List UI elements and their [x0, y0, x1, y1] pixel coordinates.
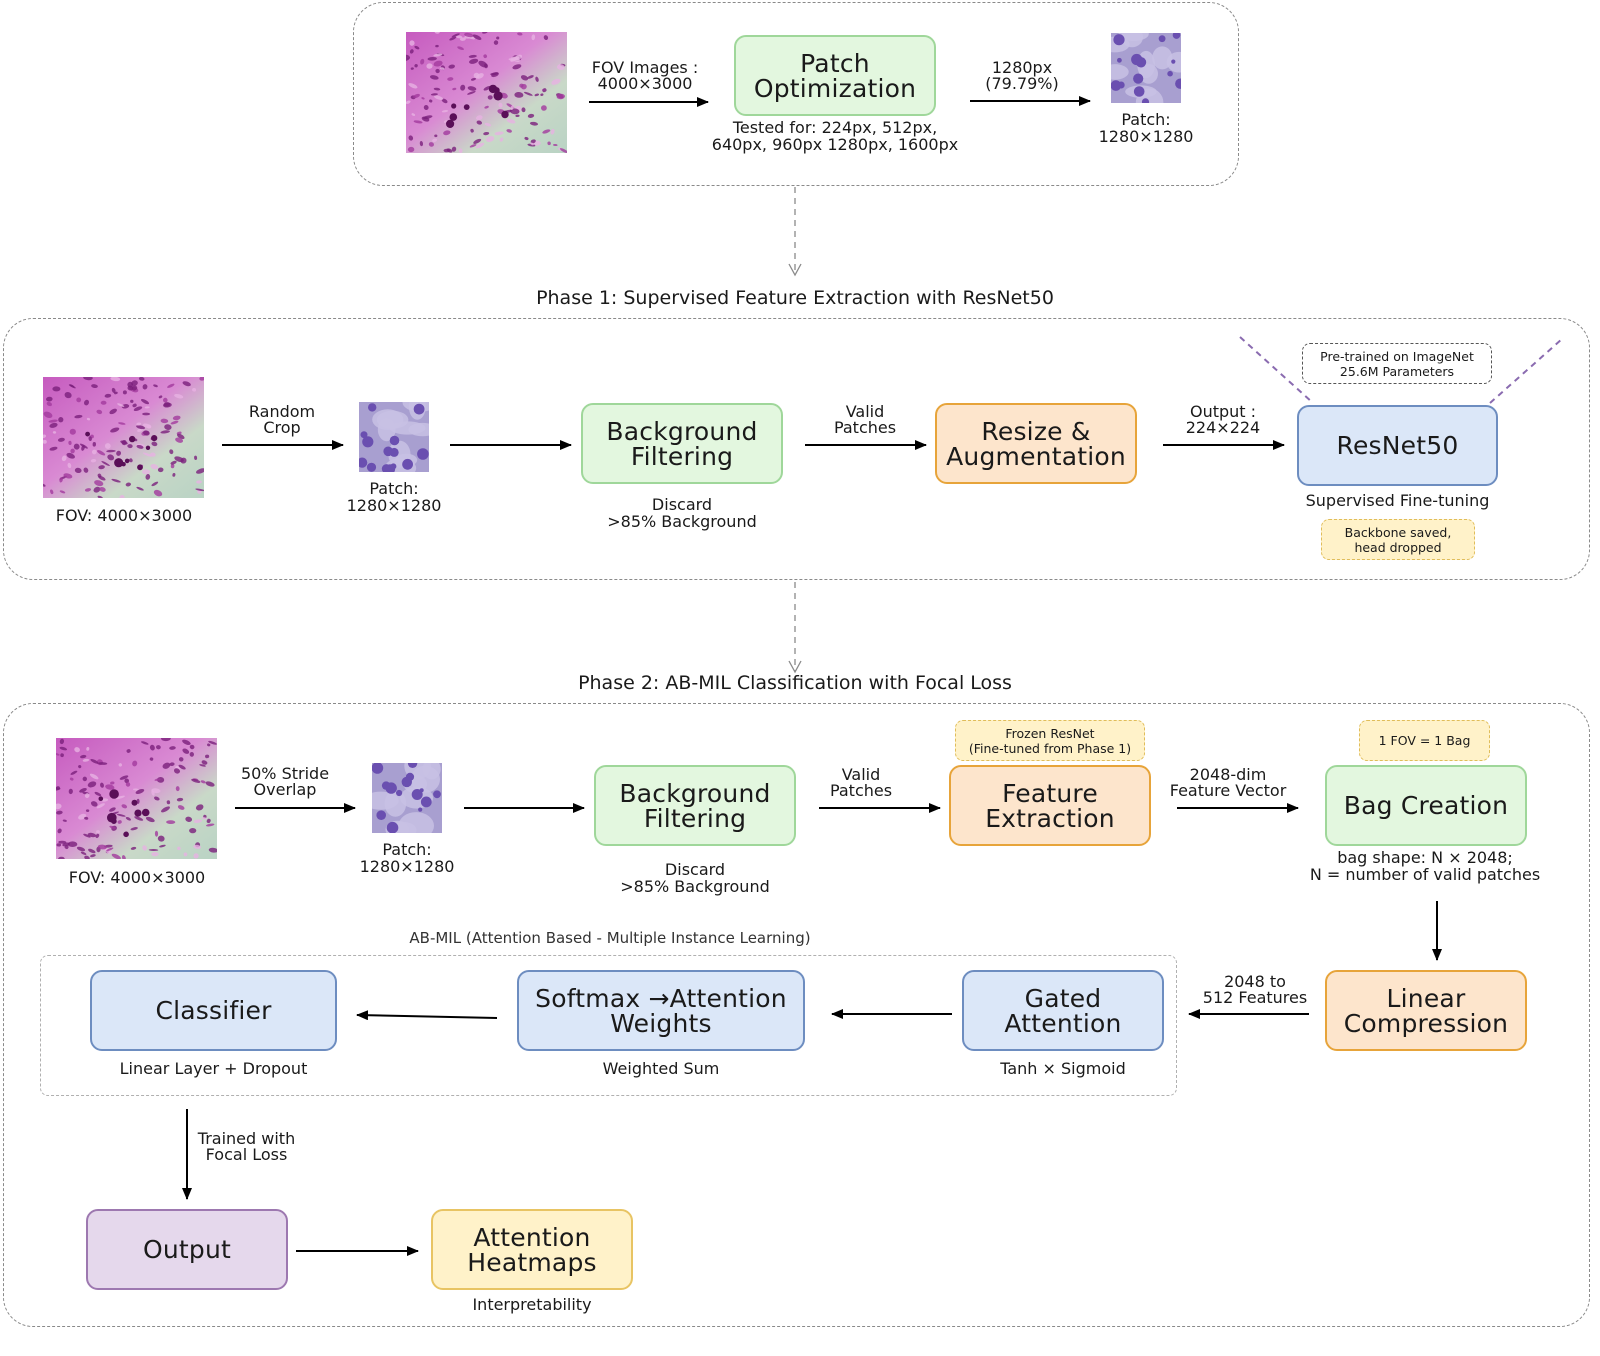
- output-box: Output: [86, 1209, 288, 1290]
- phase2-frame: [3, 703, 1590, 1327]
- abmil-label: AB-MIL (Attention Based - Multiple Insta…: [409, 929, 811, 947]
- patch-image-top: [1111, 33, 1181, 103]
- gated-attention-caption: Tanh × Sigmoid: [1000, 1059, 1126, 1078]
- phase1-patch-caption: Patch: 1280×1280: [346, 479, 442, 515]
- tested-sizes-caption: Tested for: 224px, 512px, 640px, 960px 1…: [711, 118, 959, 154]
- feature-reduction-label: 2048 to 512 Features: [1202, 972, 1308, 1007]
- fan-right: [1489, 338, 1563, 404]
- softmax-attention-box: Softmax →Attention Weights: [517, 970, 805, 1051]
- top-frame: [353, 2, 1239, 186]
- interpretability-caption: Interpretability: [472, 1295, 592, 1314]
- bag-creation-box: Bag Creation: [1325, 765, 1527, 846]
- arrow-softmax-to-classifier: [356, 1010, 498, 1021]
- phase2-fov-caption: FOV: 4000×3000: [68, 868, 206, 887]
- fov-image-phase1: [43, 377, 204, 498]
- backbone-saved-note: Backbone saved, head dropped: [1321, 519, 1475, 560]
- feature-extraction-box: Feature Extraction: [949, 765, 1151, 846]
- linear-compression-box: Linear Compression: [1325, 970, 1527, 1051]
- phase1-frame: [3, 318, 1590, 580]
- patch-image-phase1: [359, 402, 429, 472]
- phase2-background-filtering-box: Background Filtering: [594, 765, 796, 846]
- phase1-background-filtering-box: Background Filtering: [581, 403, 783, 484]
- abmil-frame: [40, 955, 1177, 1096]
- focal-loss-label: Trained with Focal Loss: [197, 1129, 296, 1164]
- fov-arrow-label: FOV Images : 4000×3000: [591, 58, 699, 93]
- phase2-valid-label: Valid Patches: [829, 765, 893, 800]
- stride-overlap-label: 50% Stride Overlap: [240, 764, 330, 799]
- bag-shape-caption: bag shape: N × 2048; N = number of valid…: [1309, 848, 1541, 884]
- phase2-discard-caption: Discard >85% Background: [620, 860, 770, 896]
- pretrained-note: Pre-trained on ImageNet 25.6M Parameters: [1302, 343, 1492, 384]
- fan-left: [1239, 336, 1314, 404]
- attention-heatmaps-box: Attention Heatmaps: [431, 1209, 633, 1290]
- phase1-valid-label: Valid Patches: [833, 402, 897, 437]
- supervised-finetuning-caption: Supervised Fine-tuning: [1305, 491, 1490, 510]
- resnet50-box: ResNet50: [1297, 405, 1498, 486]
- gated-attention-box: Gated Attention: [962, 970, 1164, 1051]
- feature-vector-label: 2048-dim Feature Vector: [1169, 765, 1287, 800]
- weighted-sum-caption: Weighted Sum: [602, 1059, 720, 1078]
- random-crop-label: Random Crop: [248, 402, 316, 437]
- frozen-resnet-note: Frozen ResNet (Fine-tuned from Phase 1): [955, 720, 1145, 761]
- patch-image-phase2: [372, 763, 442, 833]
- resize-augmentation-box: Resize & Augmentation: [935, 403, 1137, 484]
- classifier-caption: Linear Layer + Dropout: [119, 1059, 308, 1078]
- fov-image-top: [406, 32, 567, 153]
- bag-note: 1 FOV = 1 Bag: [1359, 720, 1490, 761]
- px-arrow-label: 1280px (79.79%): [985, 58, 1059, 93]
- classifier-box: Classifier: [90, 970, 337, 1051]
- phase1-title: Phase 1: Supervised Feature Extraction w…: [536, 287, 1054, 309]
- phase2-title: Phase 2: AB-MIL Classification with Foca…: [578, 672, 1012, 694]
- patch-optimization-box: Patch Optimization: [734, 35, 936, 116]
- phase1-discard-caption: Discard >85% Background: [607, 495, 757, 531]
- output-size-label: Output : 224×224: [1185, 402, 1261, 437]
- phase2-patch-caption: Patch: 1280×1280: [359, 840, 455, 876]
- fov-image-phase2: [56, 738, 217, 859]
- phase1-fov-caption: FOV: 4000×3000: [55, 506, 193, 525]
- patch-size-caption-top: Patch: 1280×1280: [1098, 110, 1194, 146]
